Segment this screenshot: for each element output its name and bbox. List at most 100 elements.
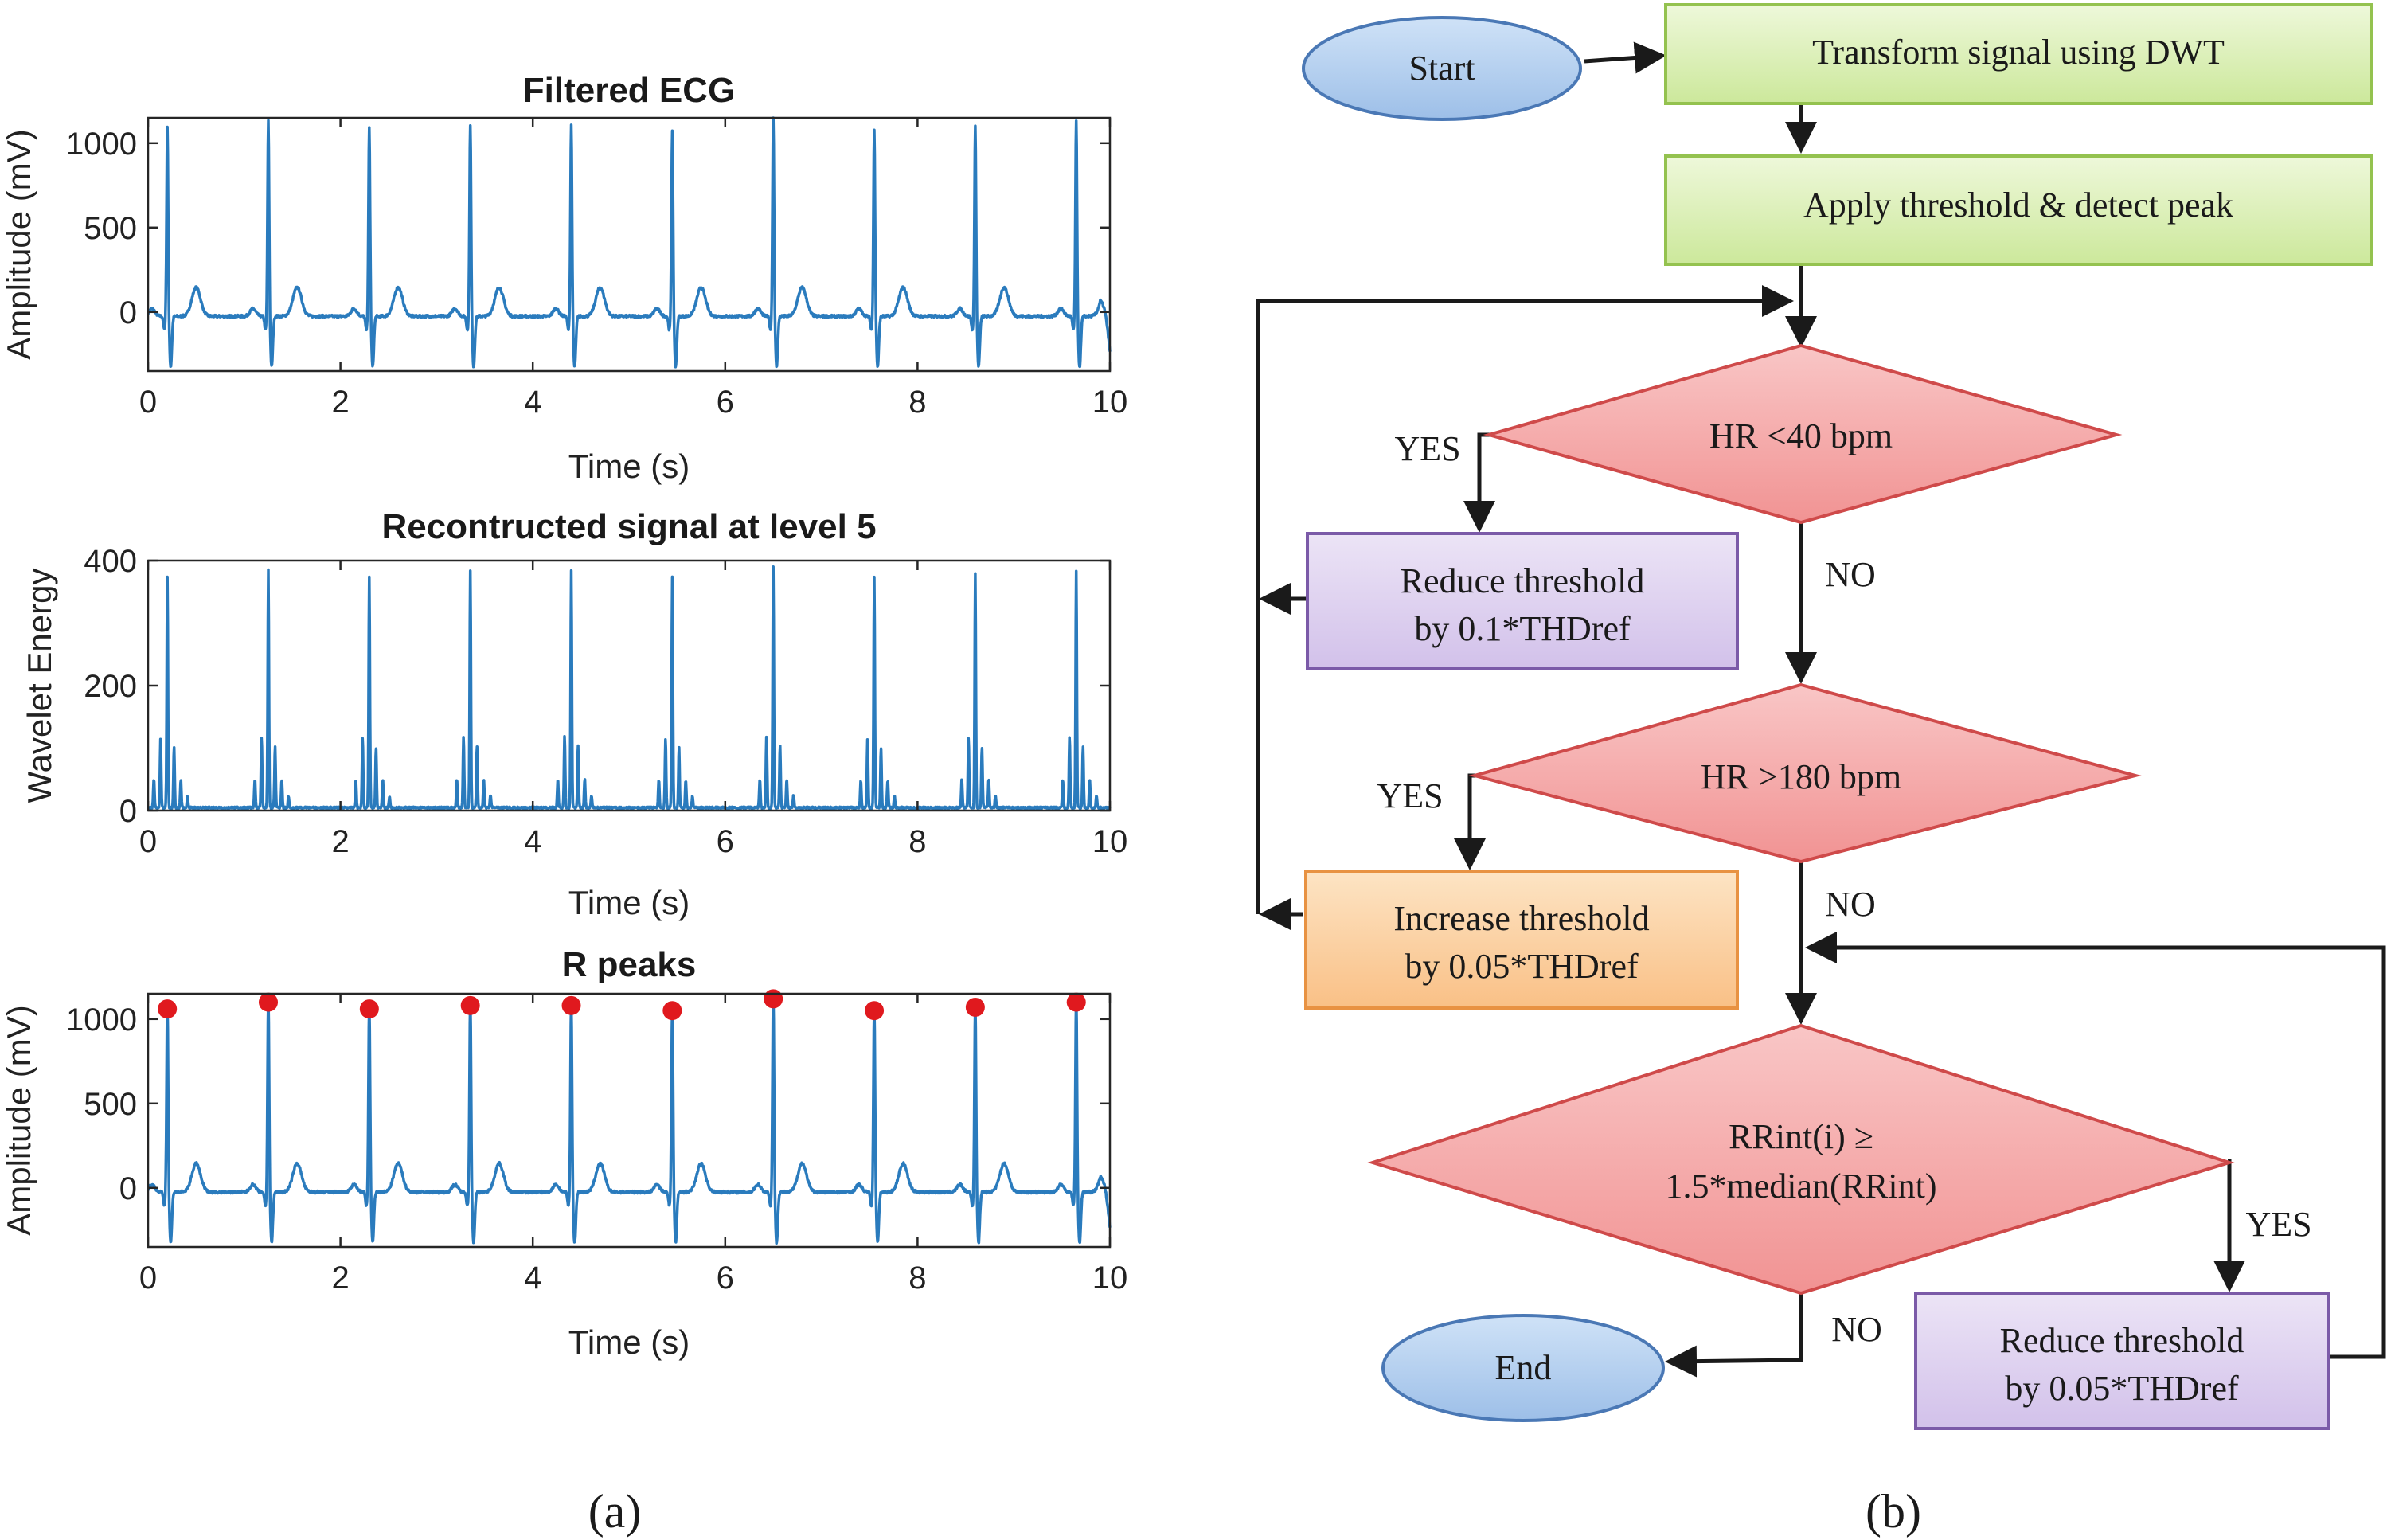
reduce2-line1: Reduce threshold [2000,1321,2244,1360]
y-tick-label: 1000 [66,1003,137,1038]
start-label: Start [1408,49,1475,88]
y-axis-label: Amplitude (mV) [0,1005,37,1235]
hr-low-decision: HR <40 bpm [1483,343,2123,525]
transform-node: Transform signal using DWT [1664,3,2373,105]
reduce2-line2: by 0.05*THDref [2005,1369,2239,1408]
reduce1-line2: by 0.1*THDref [1414,609,1631,648]
x-tick-label: 2 [331,1261,349,1296]
no-label-hr-high: NO [1825,885,1876,924]
threshold-label: Apply threshold & detect peak [1803,186,2233,225]
end-node: End [1381,1314,1665,1422]
x-tick-label: 6 [717,385,734,420]
reduce1-line1: Reduce threshold [1401,561,1645,600]
y-tick-label: 0 [119,794,137,829]
axis-ticks: 0 2 4 6 8 10 0 500 1000 [66,118,1127,420]
loop-back-line [1256,285,1794,914]
x-axis-label: Time (s) [568,884,690,921]
caption-b: (b) [1866,1485,1921,1538]
rr-decision: RRint(i) ≥ 1.5*median(RRint) [1367,1023,2235,1296]
chart-title: Filtered ECG [523,71,736,110]
arrow-rr-no [1665,1293,1803,1378]
x-tick-label: 0 [139,824,157,859]
x-axis-label: Time (s) [568,1323,690,1361]
y-axis-label: Wavelet Energy [21,569,58,803]
x-tick-label: 10 [1092,385,1128,420]
chart-title: Recontructed signal at level 5 [381,507,876,546]
end-label: End [1495,1348,1552,1387]
increase-line1: Increase threshold [1393,899,1649,938]
reduce-threshold-2-node: Reduce threshold by 0.05*THDref [1914,1292,2330,1430]
r-peak-marker [158,999,178,1019]
reduce-threshold-1-node: Reduce threshold by 0.1*THDref [1306,532,1739,670]
series-line [147,992,1112,1245]
y-tick-label: 400 [84,544,137,579]
hr-low-label: HR <40 bpm [1709,416,1893,455]
x-tick-label: 6 [717,1261,734,1296]
x-tick-label: 0 [139,385,157,420]
increase-line2: by 0.05*THDref [1405,947,1639,986]
r-peak-marker [460,995,480,1015]
y-axis-label: Amplitude (mV) [0,129,37,359]
yes-label-rr: YES [2245,1205,2311,1244]
r-peak-marker [865,1001,885,1021]
x-tick-label: 8 [908,385,926,420]
x-tick-label: 8 [908,824,926,859]
no-label-hr-low: NO [1825,555,1876,594]
arrow-reduce2-loop [1805,932,2386,1359]
yes-label-hr-high: YES [1377,776,1443,815]
chart-title: R peaks [562,945,697,984]
hr-high-label: HR >180 bpm [1701,757,1901,796]
series-line [147,116,1112,369]
transform-label: Transform signal using DWT [1812,33,2225,72]
caption-a: (a) [588,1485,642,1538]
y-tick-label: 500 [84,211,137,246]
r-peak-marker [1066,992,1086,1012]
axes-frame [147,116,1112,373]
x-axis-label: Time (s) [568,448,690,485]
axis-ticks: 0 2 4 6 8 10 0 500 1000 [66,994,1127,1296]
r-peak-marker [662,1001,682,1021]
r-peak-marker [259,992,278,1012]
x-tick-label: 0 [139,1261,157,1296]
rr-line1: RRint(i) ≥ [1729,1117,1873,1156]
x-tick-label: 6 [717,824,734,859]
arrow-hr-high-yes [1454,773,1486,870]
y-tick-label: 500 [84,1087,137,1122]
r-peak-marker [965,997,985,1017]
y-tick-label: 200 [84,669,137,704]
x-tick-label: 2 [331,824,349,859]
x-tick-label: 4 [524,385,541,420]
r-peak-marker [359,999,379,1019]
hr-high-decision: HR >180 bpm [1468,682,2142,864]
plot-area [147,565,1112,811]
x-tick-label: 2 [331,385,349,420]
y-tick-label: 0 [119,295,137,330]
plot-area [147,116,1112,369]
rr-line2: 1.5*median(RRint) [1666,1167,1937,1206]
r-peak-marker [764,989,783,1009]
arrow-start-to-transform [1584,41,1666,74]
y-tick-label: 0 [119,1171,137,1206]
plot-area [147,989,1112,1245]
chart-filtered-ecg: Filtered ECG 0 2 4 6 8 10 0 500 1000 Time (s) Am… [0,71,1127,485]
increase-threshold-node: Increase threshold by 0.05*THDref [1304,870,1739,1010]
series-line [147,565,1112,811]
x-tick-label: 8 [908,1261,926,1296]
x-tick-label: 4 [524,1261,541,1296]
axes-frame [147,992,1112,1249]
y-tick-label: 1000 [66,127,137,162]
x-tick-label: 4 [524,824,541,859]
arrow-hr-low-yes [1463,432,1495,533]
figure-b-flowchart: Start Transform signal using DWT Apply t… [1256,3,2386,1538]
no-label-rr: NO [1831,1310,1882,1349]
arrow-rr-yes [2213,1159,2245,1292]
threshold-node: Apply threshold & detect peak [1664,154,2373,266]
start-node: Start [1302,16,1582,121]
x-tick-label: 10 [1092,1261,1128,1296]
chart-r-peaks: R peaks 0 2 4 6 8 10 0 500 1000 Time (s) Amplitu… [0,945,1127,1361]
axes-frame [147,559,1112,812]
